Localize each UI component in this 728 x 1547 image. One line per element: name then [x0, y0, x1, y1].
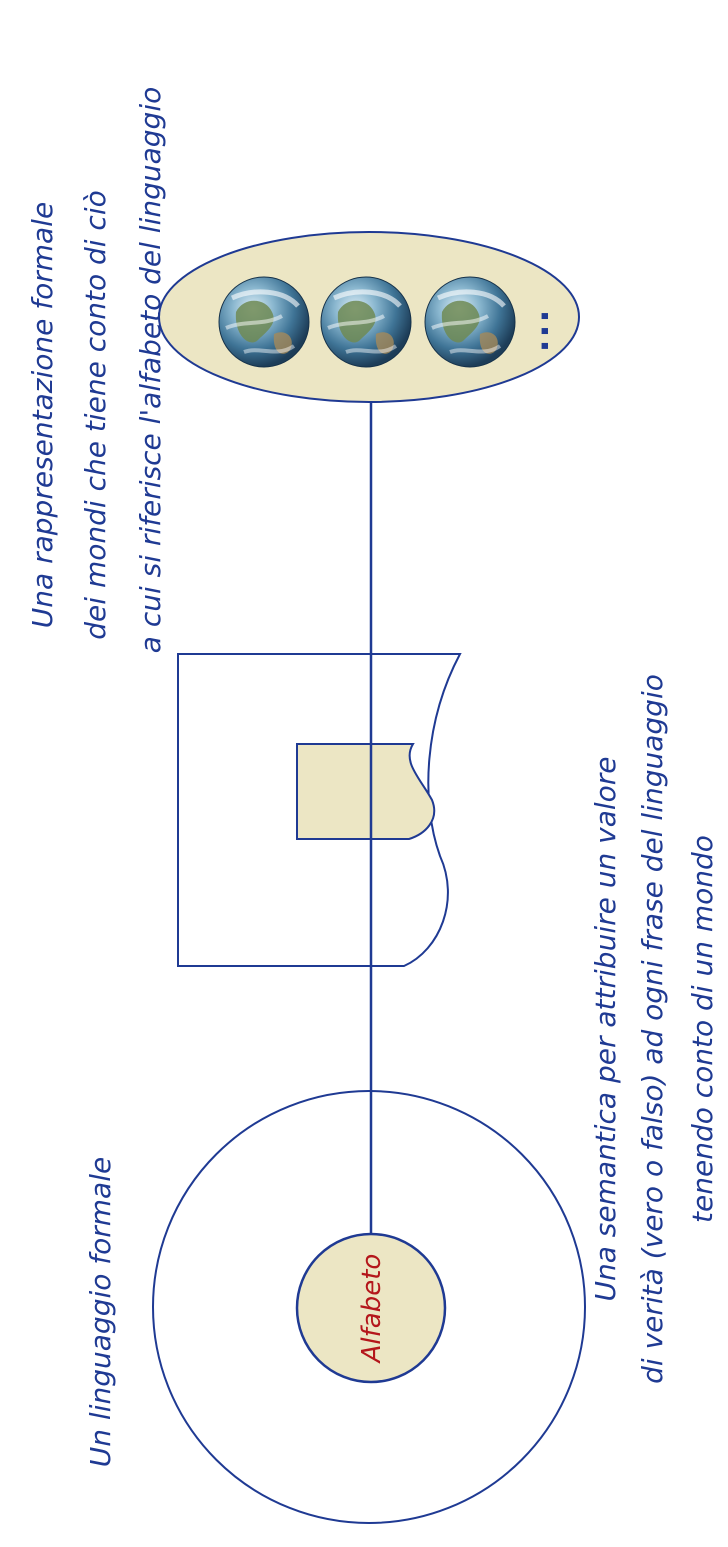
semantics-inner-shape [296, 743, 436, 840]
globe-icon-2 [321, 277, 411, 367]
semantics-caption-line-1: Una semantica per attribuire un valore [589, 756, 622, 1301]
worlds-caption-line-2: dei mondi che tiene conto di ciò [79, 190, 112, 639]
alphabet-circle [295, 1232, 447, 1384]
worlds-caption-line-1: Una rappresentazione formale [26, 202, 59, 628]
semantics-caption-line-3: tenendo conto di un mondo [686, 835, 719, 1223]
alphabet-label: Alfabeto [357, 1254, 387, 1365]
globe-icon-3 [425, 277, 515, 367]
globe-icon-1 [219, 277, 309, 367]
semantics-outer-shape [177, 653, 462, 967]
worlds-caption-line-3: a cui si riferisce l'alfabeto del lingua… [134, 87, 167, 653]
semantics-caption-line-2: di verità (vero o falso) ad ogni frase d… [636, 674, 669, 1384]
language-caption: Un linguaggio formale [84, 1157, 117, 1467]
worlds-ellipsis: ... [517, 308, 557, 353]
